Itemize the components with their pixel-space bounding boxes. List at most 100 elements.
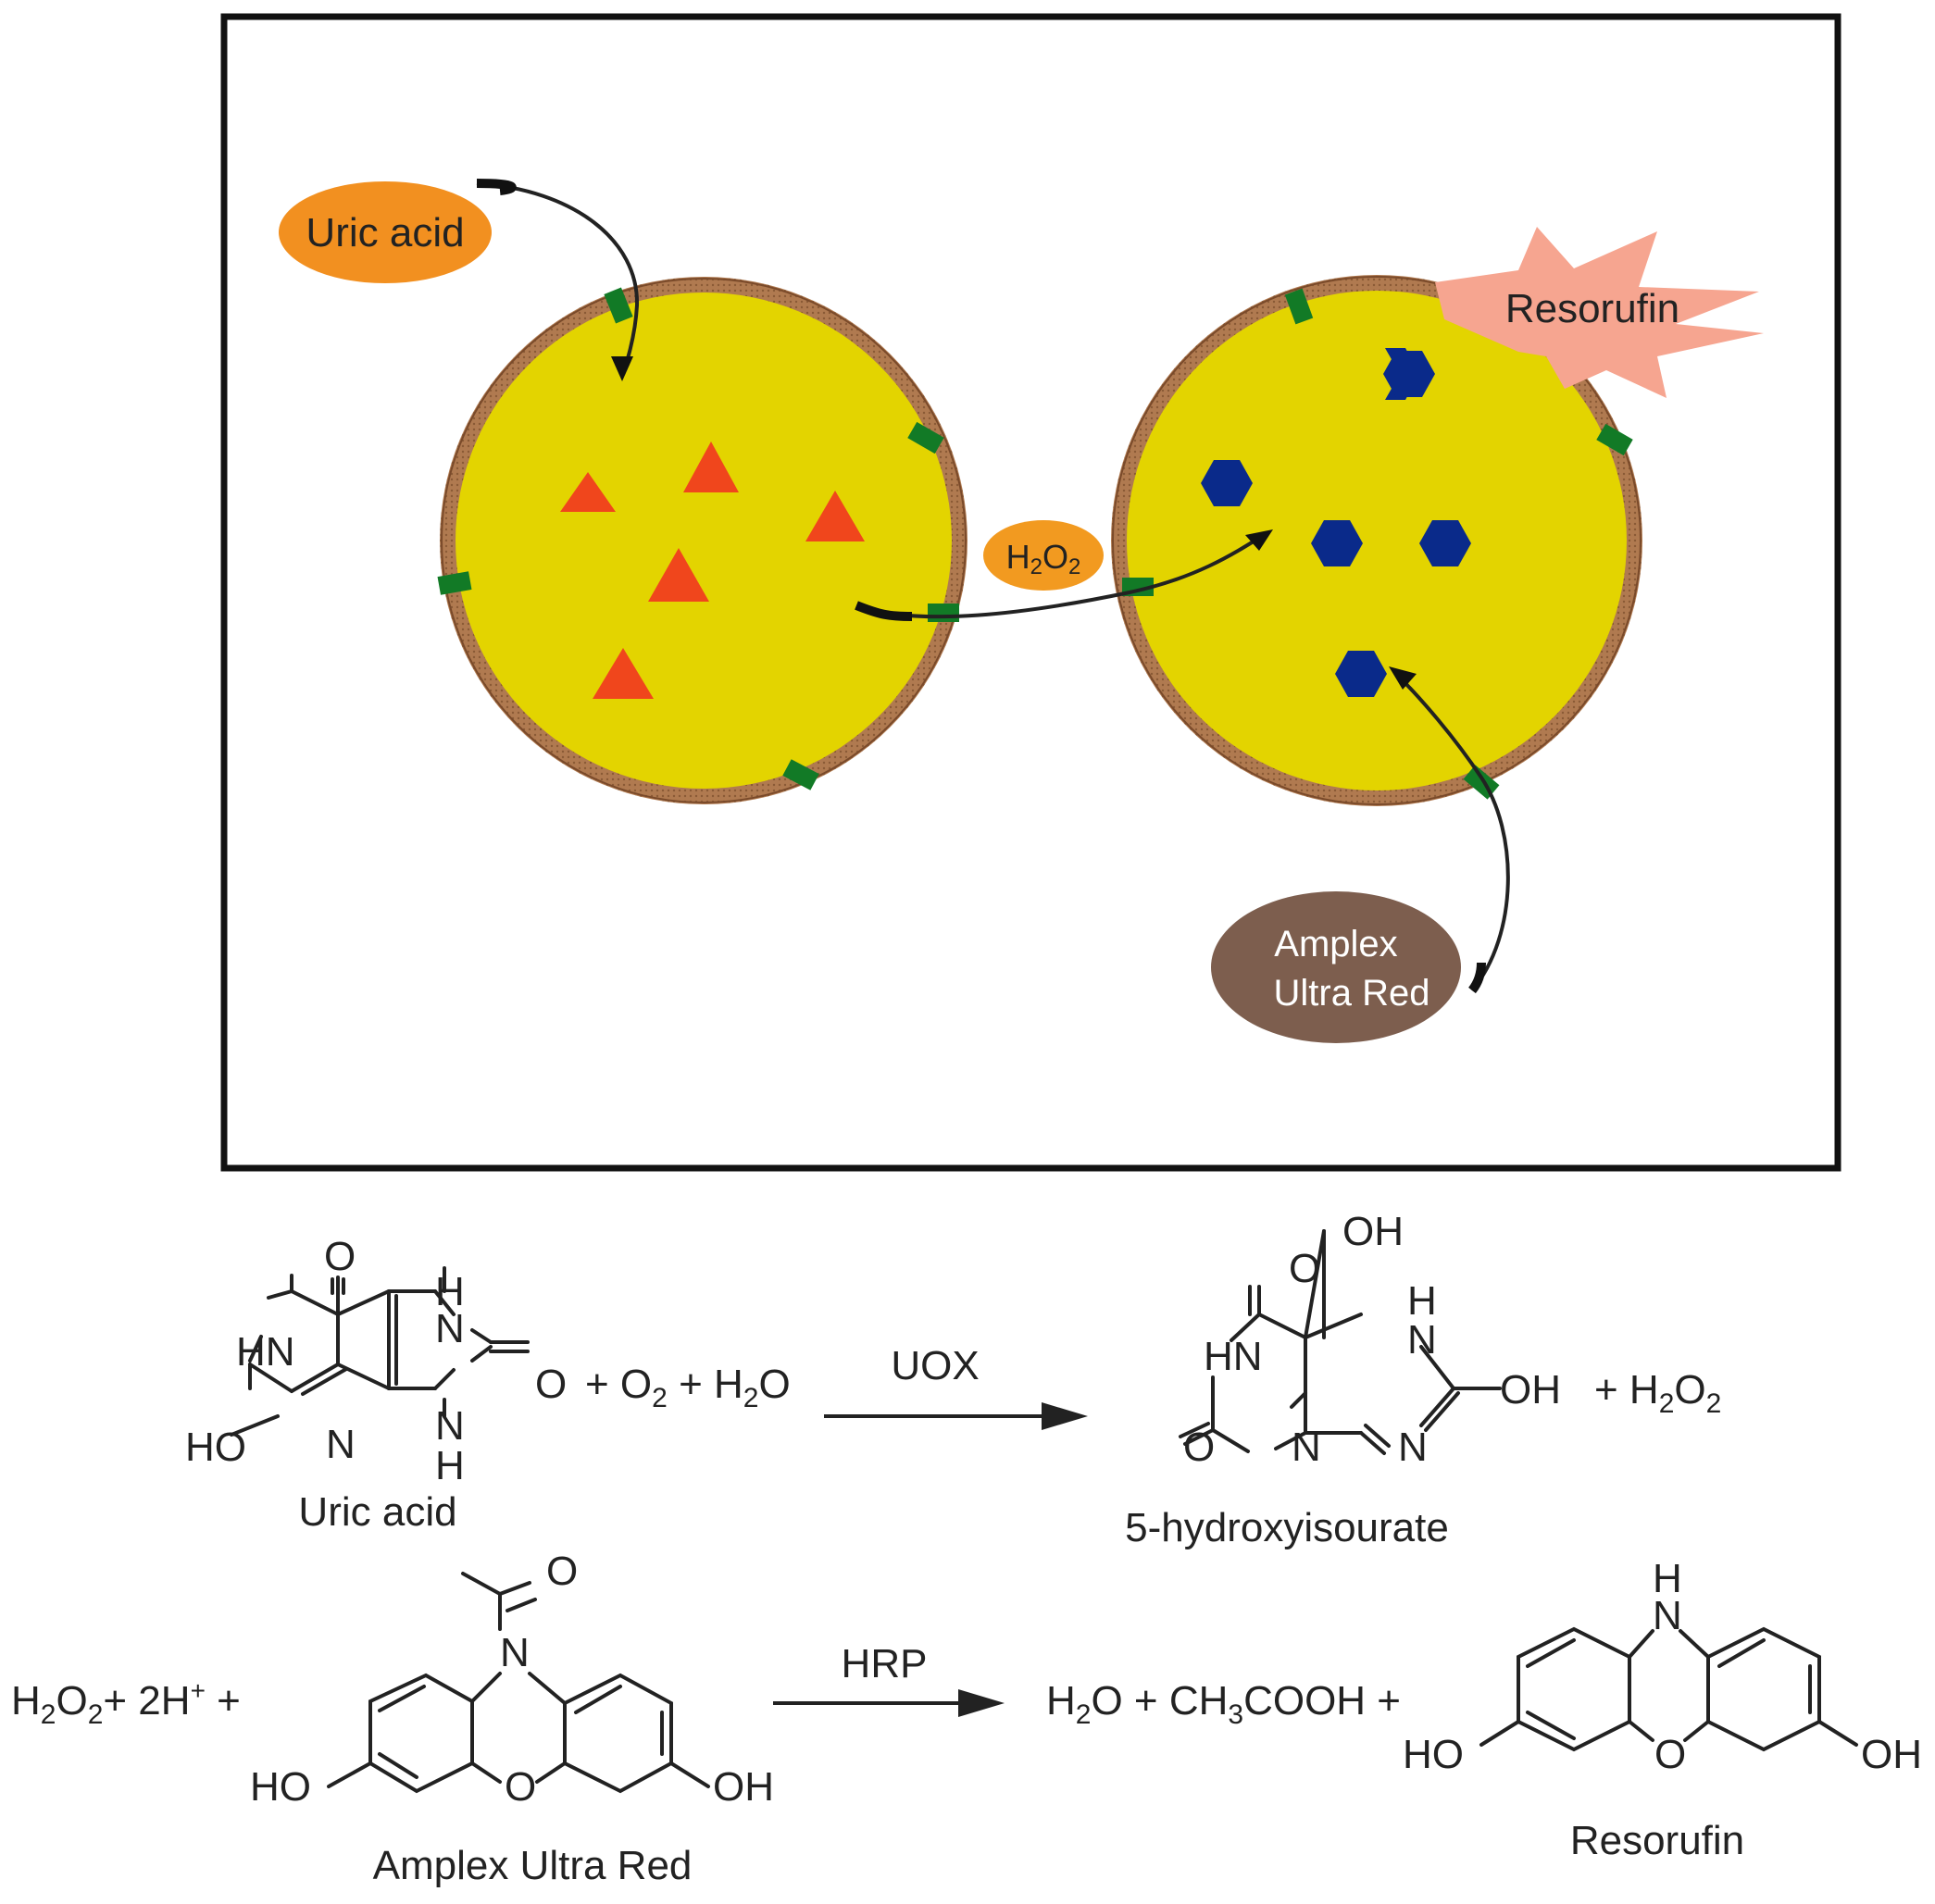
reaction-1: O H N HN O N N H HO Uric acid + O2 + H2O…	[185, 1209, 1721, 1550]
uric-acid-badge: Uric acid	[279, 181, 492, 283]
left-cell-interior	[456, 292, 952, 789]
burst-shape	[1435, 227, 1764, 398]
hiu-o-bottom: O	[1183, 1425, 1215, 1470]
triangle-marker	[648, 548, 709, 602]
lhs-sup: +	[191, 1676, 206, 1705]
uric-n-top: N	[435, 1306, 465, 1351]
h2o2-badge-o: O	[1042, 538, 1068, 576]
uric-acid-label: Uric acid	[306, 210, 464, 255]
h2o2-badge-h: H	[1006, 538, 1030, 576]
uric-ho: HO	[185, 1425, 246, 1470]
hiu-o-top: O	[1289, 1246, 1320, 1291]
hexagon-marker	[1419, 520, 1471, 566]
uric-acid-structure: O H N HN O N N H HO	[185, 1234, 567, 1488]
product-sub1: 2	[1659, 1388, 1675, 1419]
o2-sub: 2	[652, 1383, 668, 1413]
uric-acid-arrow	[476, 179, 640, 381]
resorufin-ho: HO	[1403, 1732, 1464, 1777]
uox-label: UOX	[891, 1343, 979, 1388]
resorufin-o-bridge: O	[1654, 1732, 1686, 1777]
uric-acid-name: Uric acid	[298, 1489, 456, 1535]
plus-o2: + O	[585, 1362, 652, 1407]
hexagon-marker	[1335, 651, 1387, 697]
rhs-sub: 2	[1076, 1699, 1092, 1730]
uric-h-top: H	[435, 1269, 465, 1314]
right-cell	[1111, 275, 1642, 806]
triangle-marker	[805, 491, 865, 541]
hydroxyisourate-name: 5-hydroxyisourate	[1125, 1505, 1449, 1550]
triangle-marker	[560, 472, 616, 512]
hrp-label: HRP	[842, 1641, 928, 1686]
channel-marker	[604, 287, 633, 324]
hexagon-marker	[1311, 520, 1363, 566]
channel-marker	[1596, 423, 1633, 456]
h2o2-badge-sub: 2	[1030, 554, 1042, 579]
amplex-ho: HO	[250, 1764, 311, 1810]
lhs-o: O	[56, 1678, 87, 1724]
h2o2-badge-sub2: 2	[1068, 554, 1080, 579]
hiu-oh-right: OH	[1500, 1367, 1561, 1412]
hiu-n-top: N	[1407, 1317, 1437, 1363]
hrp-arrow-head	[958, 1689, 1005, 1717]
h2o2-badge: H2O2	[983, 520, 1104, 591]
amplex-oh: OH	[713, 1764, 774, 1810]
channel-marker	[907, 421, 944, 454]
uric-o-top: O	[324, 1234, 356, 1279]
hiu-oh-top: OH	[1342, 1209, 1404, 1254]
reaction2-rhs: H2O + CH3COOH +	[1046, 1678, 1401, 1730]
uric-o-right: O	[535, 1362, 567, 1407]
resorufin-name: Resorufin	[1570, 1818, 1744, 1863]
uric-n-bottom: N	[326, 1422, 356, 1467]
product-sub2: 2	[1706, 1388, 1722, 1419]
amplex-o-bridge: O	[505, 1764, 536, 1810]
resorufin-burst-label: Resorufin	[1505, 286, 1679, 331]
product-plus-h: + H	[1594, 1367, 1659, 1412]
triangle-marker	[593, 648, 654, 699]
right-cell-interior	[1127, 291, 1627, 790]
hexagon-marker	[1383, 351, 1435, 397]
hydroxyisourate-structure: OH O H N HN OH O N N	[1179, 1209, 1561, 1470]
svg-text:H2O2: H2O2	[1006, 538, 1081, 579]
uox-arrow-head	[1042, 1402, 1088, 1430]
resorufin-h: H	[1653, 1556, 1682, 1601]
hiu-n-right: N	[1398, 1425, 1428, 1470]
resorufin-burst: Resorufin	[1435, 227, 1764, 398]
uric-hn: HN	[236, 1329, 295, 1375]
reaction1-product-h2o2: + H2O2	[1594, 1367, 1721, 1419]
lhs-plus: +	[206, 1678, 241, 1724]
hiu-hn: HN	[1204, 1334, 1263, 1379]
amplex-structure: O N O HO OH	[250, 1549, 774, 1810]
h2o-sub: 2	[743, 1383, 759, 1413]
left-cell	[437, 277, 968, 804]
amplex-n: N	[500, 1630, 530, 1675]
h2o-tail: O	[758, 1362, 790, 1407]
resorufin-oh: OH	[1861, 1732, 1922, 1777]
uric-n-right-bottom: N	[435, 1403, 465, 1449]
resorufin-structure: H N O HO OH	[1403, 1556, 1922, 1777]
rhs-h: H	[1046, 1678, 1076, 1724]
channel-marker	[928, 604, 959, 622]
hexagon-marker	[1201, 460, 1253, 506]
channel-marker	[782, 759, 819, 790]
lhs-h: H	[11, 1678, 41, 1724]
resorufin-n: N	[1653, 1593, 1682, 1638]
channel-marker	[437, 571, 472, 595]
uric-h-bottom: H	[435, 1443, 465, 1488]
reaction-2: H2O2+ 2H+ + O N O HO OH	[11, 1549, 1922, 1888]
plus-h2o: + H	[668, 1362, 743, 1407]
reaction1-cofactors: + O2 + H2O	[585, 1362, 791, 1413]
amplex-badge: Amplex Ultra Red	[1211, 891, 1461, 1043]
rhs-o: O + CH	[1091, 1678, 1228, 1724]
reaction2-lhs: H2O2+ 2H+ +	[11, 1676, 241, 1730]
triangle-marker	[683, 442, 739, 492]
product-o: O	[1674, 1367, 1705, 1412]
hiu-n-bottom: N	[1292, 1425, 1321, 1470]
amplex-o-acyl: O	[546, 1549, 578, 1594]
hiu-h: H	[1407, 1278, 1437, 1324]
lhs-sub1: 2	[41, 1699, 56, 1730]
channel-marker	[1284, 288, 1314, 325]
rhs-cooh: COOH +	[1243, 1678, 1401, 1724]
lhs-rest: + 2H	[103, 1678, 190, 1724]
rhs-sub3: 3	[1228, 1699, 1243, 1730]
